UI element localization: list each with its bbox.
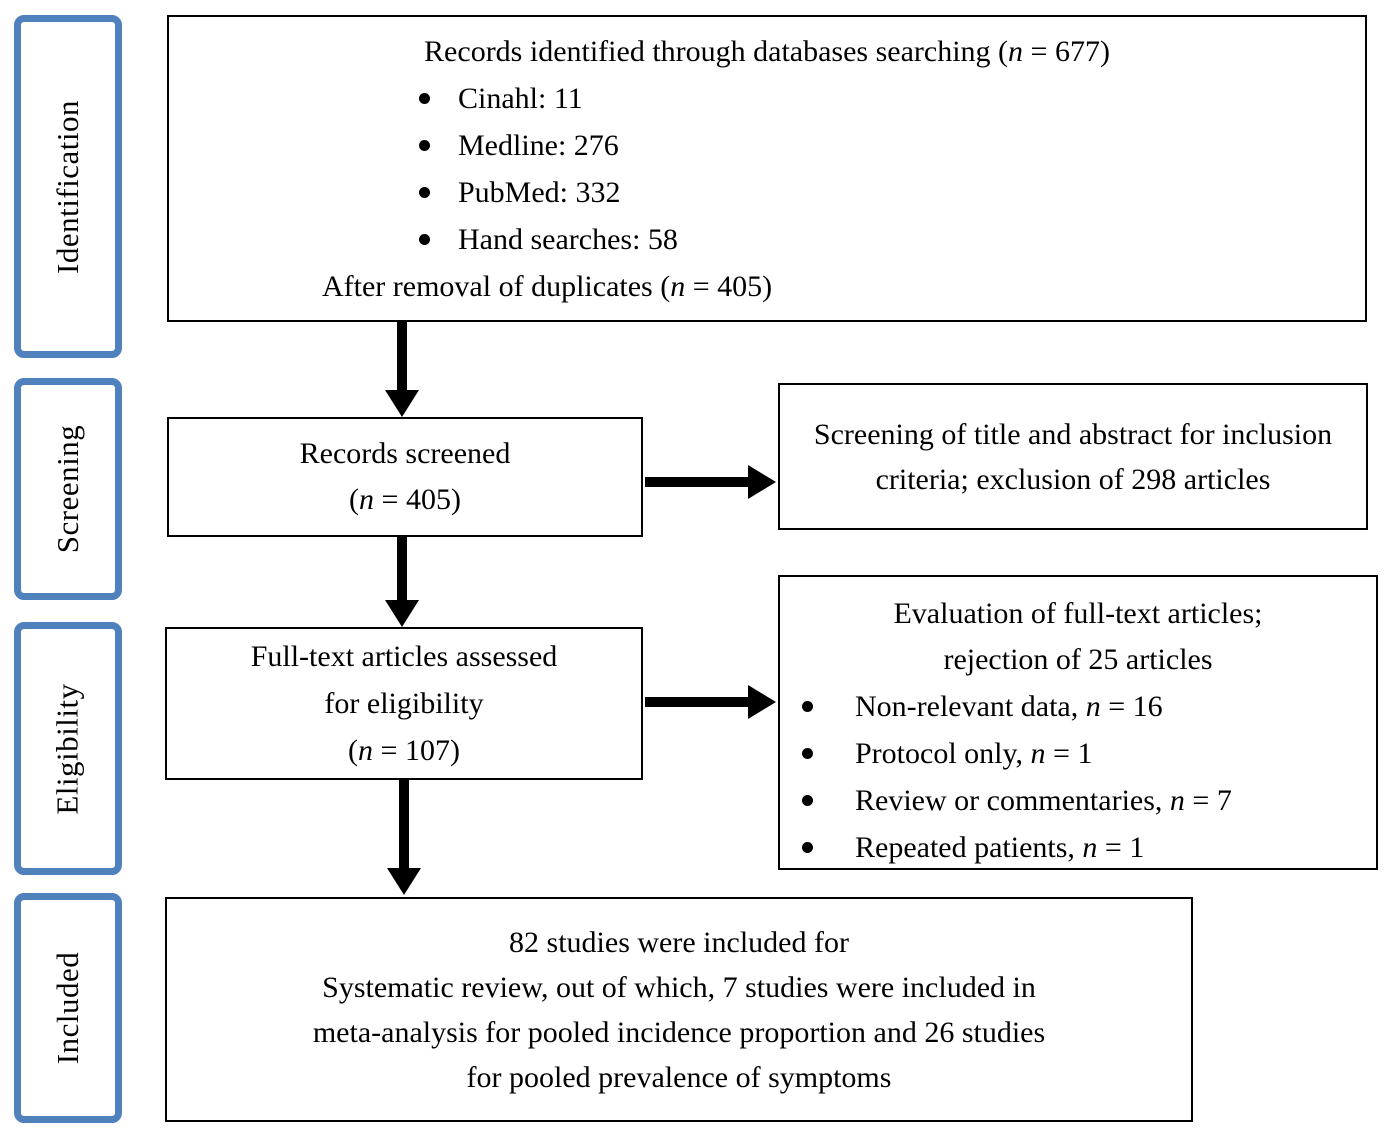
bullet-icon bbox=[802, 748, 813, 759]
fulltext-assessed-count: (n = 107) bbox=[167, 727, 641, 774]
italic-n: n bbox=[359, 483, 375, 516]
count-tail: = 107) bbox=[373, 734, 460, 767]
records-screened-count: (n = 405) bbox=[169, 477, 641, 523]
italic-n: n bbox=[670, 270, 686, 303]
italic-n: n bbox=[1008, 35, 1024, 68]
rejection-reason-label: Non-relevant data, n = 16 bbox=[855, 684, 1163, 730]
fulltext-assessed-line1: Full-text articles assessed bbox=[250, 640, 558, 673]
rejection-reason-item: Repeated patients, n = 1 bbox=[802, 824, 1376, 871]
title-abstract-screening-text: Screening of title and abstract for incl… bbox=[813, 417, 1333, 496]
count-open: ( bbox=[349, 483, 360, 516]
italic-n: n bbox=[1082, 830, 1098, 864]
rejection-reason-label: Review or commentaries, n = 7 bbox=[855, 778, 1232, 824]
database-count-item: Hand searches: 58 bbox=[419, 216, 1365, 263]
records-identified-box: Records identified through databases sea… bbox=[167, 15, 1367, 322]
rejection-reason-label: Protocol only, n = 1 bbox=[855, 731, 1092, 777]
count-open: ( bbox=[348, 734, 359, 767]
italic-n: n bbox=[1085, 689, 1101, 723]
footer-text: After removal of duplicates ( bbox=[322, 270, 671, 303]
bullet-icon bbox=[802, 701, 813, 712]
reason-text: Repeated patients, bbox=[855, 830, 1083, 864]
bullet-icon bbox=[802, 842, 813, 853]
stage-label-eligibility: Eligibility bbox=[50, 682, 86, 815]
footer-text-tail: = 405) bbox=[685, 270, 773, 303]
stage-box-identification: Identification bbox=[14, 15, 122, 358]
records-identified-title: Records identified through databases sea… bbox=[169, 29, 1365, 75]
title-text: Records identified through databases sea… bbox=[424, 35, 1009, 68]
stage-label-screening: Screening bbox=[50, 424, 85, 554]
records-screened-line: Records screened bbox=[299, 437, 511, 470]
fulltext-evaluation-title-line1: Evaluation of full-text articles; bbox=[893, 597, 1263, 630]
database-count-item: Cinahl: 11 bbox=[419, 75, 1365, 122]
database-count-label: Hand searches: 58 bbox=[458, 222, 678, 256]
database-count-item: PubMed: 332 bbox=[419, 169, 1365, 216]
included-studies-line: Systematic review, out of which, 7 studi… bbox=[322, 970, 1036, 1004]
fulltext-evaluation-title-line2: rejection of 25 articles bbox=[943, 643, 1213, 676]
rejection-reason-item: Non-relevant data, n = 16 bbox=[802, 683, 1376, 730]
italic-n: n bbox=[1169, 783, 1185, 817]
stage-box-eligibility: Eligibility bbox=[14, 622, 122, 875]
stage-label-identification: Identification bbox=[50, 99, 85, 274]
fulltext-assessed-line2: for eligibility bbox=[324, 687, 484, 720]
bullet-icon bbox=[419, 187, 430, 198]
bullet-icon bbox=[419, 93, 430, 104]
bullet-icon bbox=[802, 795, 813, 806]
stage-box-included: Included bbox=[14, 893, 122, 1123]
database-count-label: PubMed: 332 bbox=[458, 175, 621, 209]
title-abstract-screening-box: Screening of title and abstract for incl… bbox=[778, 383, 1368, 530]
fulltext-assessed-box: Full-text articles assessed for eligibil… bbox=[165, 627, 643, 780]
italic-n: n bbox=[358, 734, 374, 767]
title-text-tail: = 677) bbox=[1023, 35, 1110, 68]
count-tail: = 405) bbox=[374, 483, 461, 516]
reason-count: = 7 bbox=[1184, 783, 1232, 817]
rejection-reason-label: Repeated patients, n = 1 bbox=[855, 825, 1144, 871]
reason-count: = 1 bbox=[1097, 830, 1145, 864]
included-studies-line: for pooled prevalence of symptoms bbox=[466, 1060, 892, 1094]
included-studies-line: meta-analysis for pooled incidence propo… bbox=[312, 1015, 1046, 1049]
reason-text: Protocol only, bbox=[855, 736, 1031, 770]
rejection-reason-item: Review or commentaries, n = 7 bbox=[802, 777, 1376, 824]
reason-text: Review or commentaries, bbox=[855, 783, 1170, 817]
database-count-item: Medline: 276 bbox=[419, 122, 1365, 169]
database-count-label: Medline: 276 bbox=[458, 128, 619, 162]
database-count-label: Cinahl: 11 bbox=[458, 81, 583, 115]
reason-text: Non-relevant data, bbox=[855, 689, 1086, 723]
rejection-reason-item: Protocol only, n = 1 bbox=[802, 730, 1376, 777]
italic-n: n bbox=[1030, 736, 1046, 770]
stage-box-screening: Screening bbox=[14, 378, 122, 600]
bullet-icon bbox=[419, 234, 430, 245]
duplicates-removed-line: After removal of duplicates (n = 405) bbox=[322, 263, 1365, 310]
bullet-icon bbox=[419, 140, 430, 151]
stage-label-included: Included bbox=[50, 951, 85, 1065]
fulltext-evaluation-box: Evaluation of full-text articles; reject… bbox=[778, 575, 1378, 870]
included-studies-line: 82 studies were included for bbox=[509, 925, 849, 959]
reason-count: = 16 bbox=[1100, 689, 1163, 723]
records-screened-box: Records screened (n = 405) bbox=[167, 417, 643, 537]
included-studies-box: 82 studies were included for Systematic … bbox=[165, 897, 1193, 1122]
reason-count: = 1 bbox=[1045, 736, 1093, 770]
